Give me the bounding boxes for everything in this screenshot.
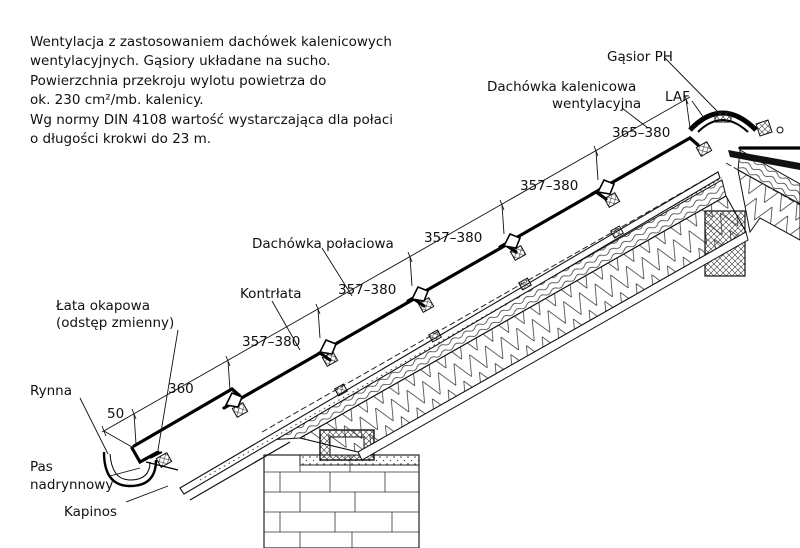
- label-laf: LAF: [665, 89, 690, 105]
- dim-d: 357–380: [242, 334, 300, 350]
- label-dachowka-polaciowa: Dachówka połaciowa: [252, 236, 394, 252]
- dim-ridge: 365–380: [612, 125, 670, 141]
- label-gasior: Gąsior PH: [607, 49, 673, 65]
- description-line: Wentylacja z zastosowaniem dachówek kale…: [30, 34, 392, 50]
- label-pas: Pas: [30, 459, 53, 475]
- label-kontrlata: Kontrłata: [240, 286, 302, 302]
- leader-lines: [79, 56, 719, 503]
- left-pitch-structure: [179, 171, 749, 501]
- dim-a: 357–380: [520, 178, 578, 194]
- tile-noses: [224, 178, 616, 408]
- dim-first: 360: [168, 381, 194, 397]
- label-dachowka-kalenicowa: Dachówka kalenicowa: [487, 79, 636, 95]
- ridge-tile: [688, 110, 784, 137]
- description-line: Powierzchnia przekroju wylotu powietrza …: [30, 72, 327, 89]
- label-pas-nadrynnowy: nadrynnowy: [30, 477, 113, 493]
- label-rynna: Rynna: [30, 383, 72, 399]
- label-lata-okapowa-2: (odstęp zmienny): [56, 315, 174, 331]
- description-line: o długości krokwi do 23 m.: [30, 131, 212, 148]
- label-dachowka-kalenicowa-2: wentylacyjna: [552, 96, 641, 112]
- dim-overhang: 50: [107, 406, 124, 422]
- brick-wall: [263, 454, 420, 548]
- right-pitch-structure: [725, 149, 800, 241]
- description-line: ok. 230 cm²/mb. kalenicy.: [30, 92, 204, 109]
- dim-b: 357–380: [424, 230, 482, 246]
- dimension-line: [101, 93, 691, 448]
- description-text: Wentylacja z zastosowaniem dachówek kale…: [30, 33, 430, 149]
- label-lata-okapowa: Łata okapowa: [55, 298, 150, 314]
- gutter: [102, 451, 179, 488]
- dim-c: 357–380: [338, 282, 396, 298]
- description-line: Wg normy DIN 4108 wartość wystarczająca …: [30, 111, 394, 128]
- label-kapinos: Kapinos: [64, 504, 117, 520]
- description-line: wentylacyjnych. Gąsiory układane na such…: [30, 53, 331, 70]
